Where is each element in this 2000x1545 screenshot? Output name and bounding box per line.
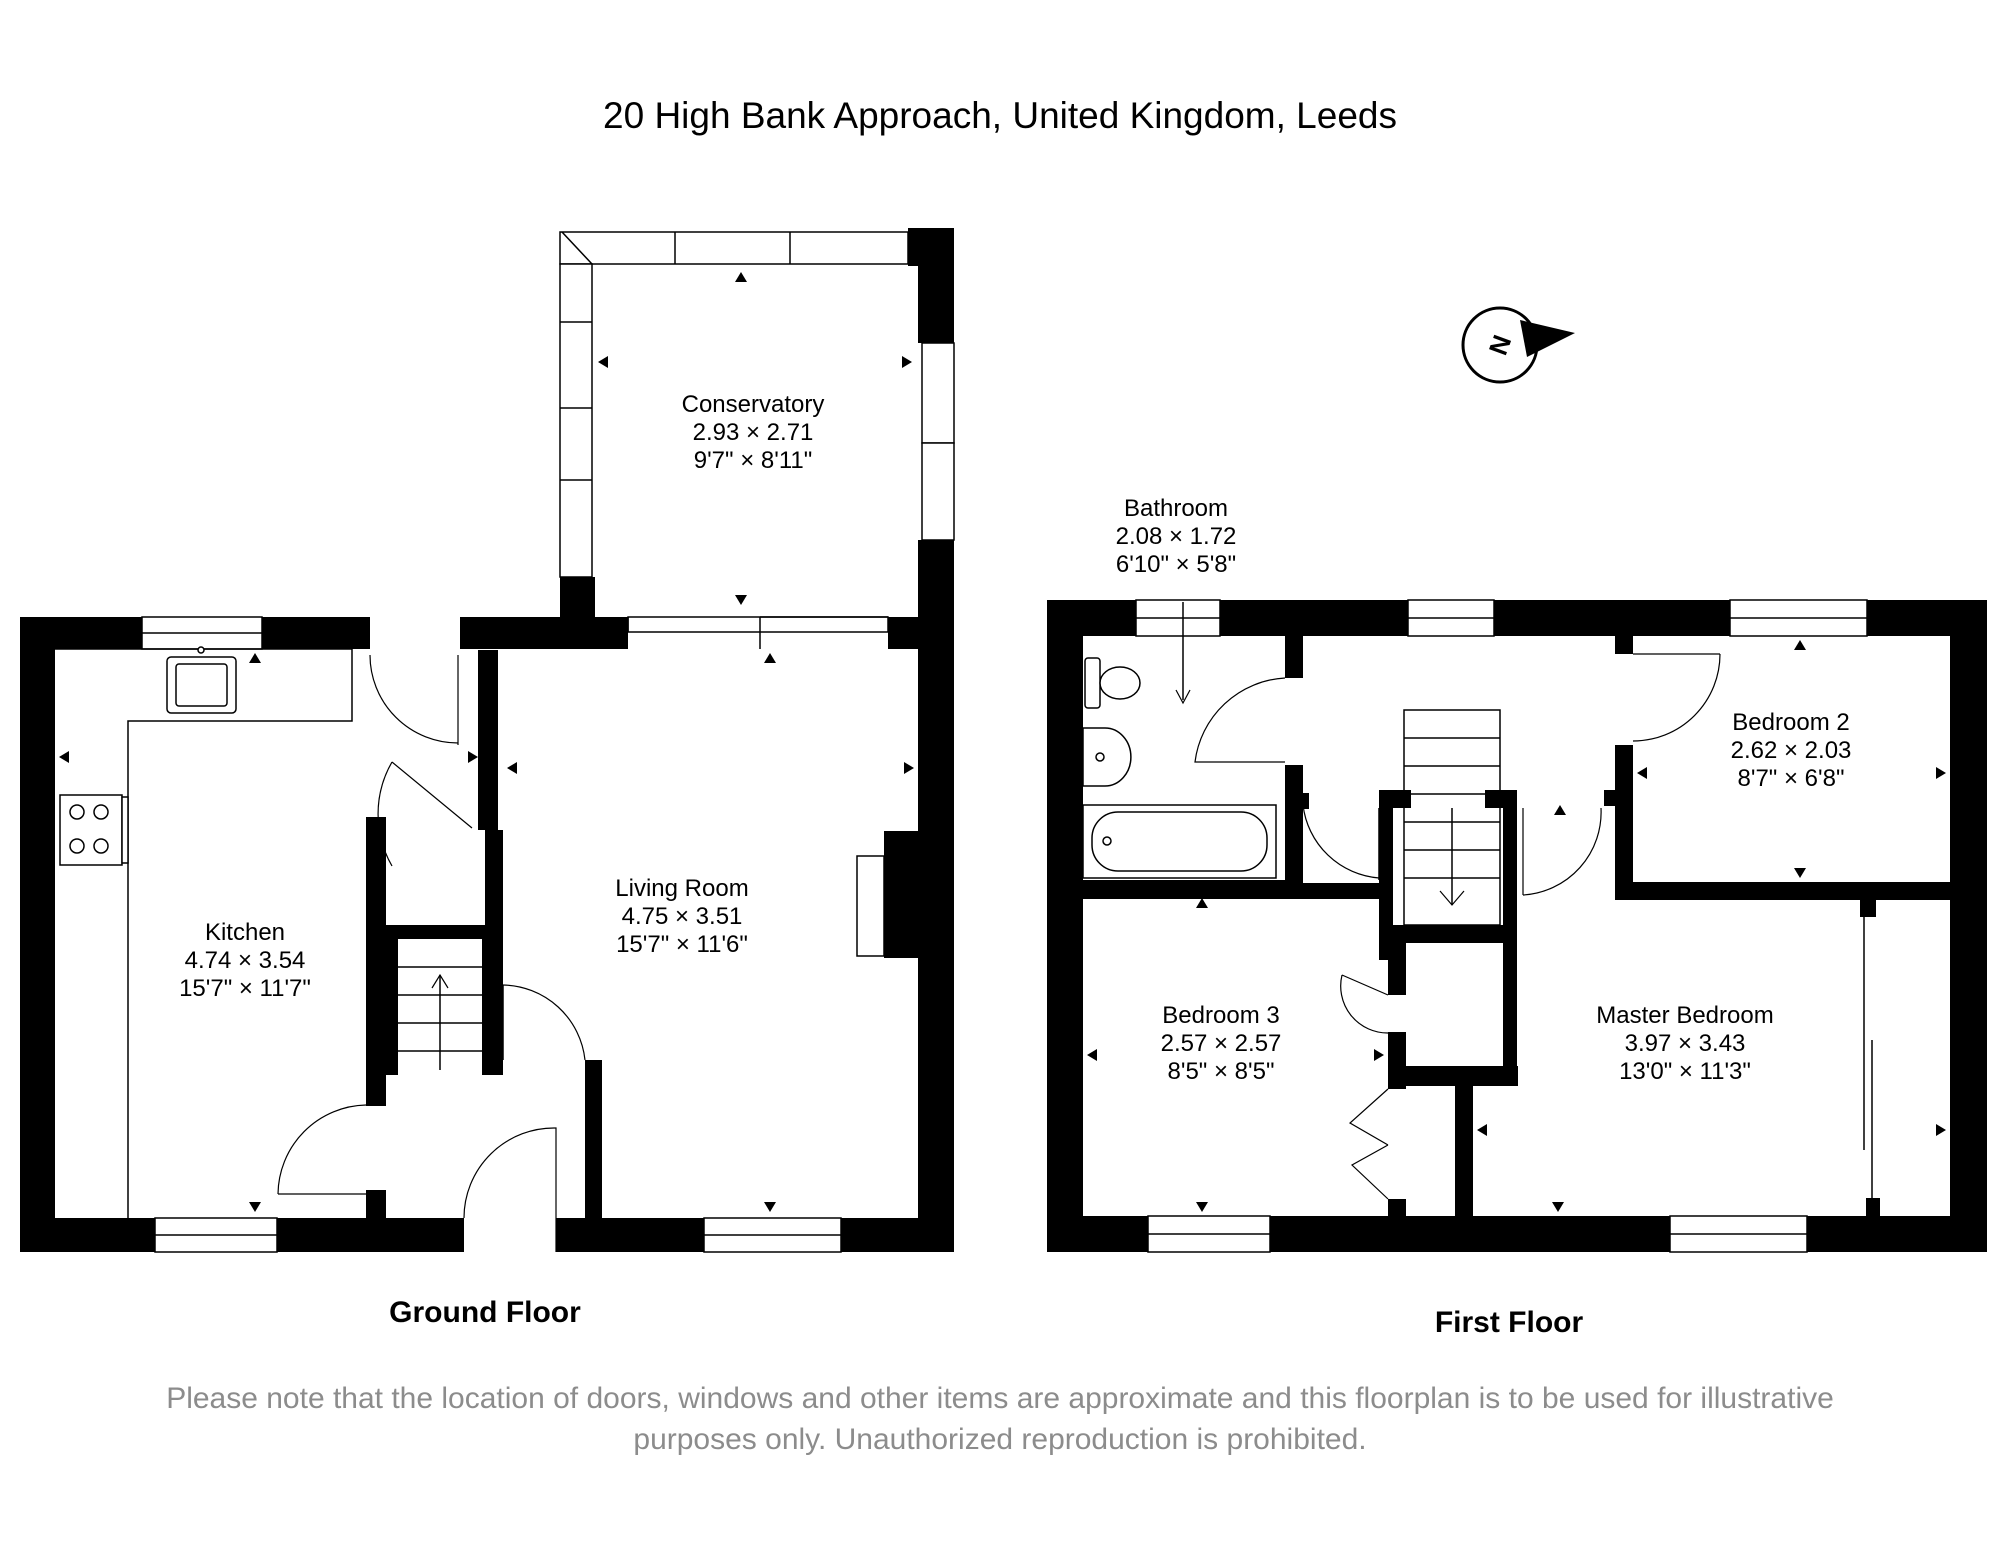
bathroom-door [1194,677,1286,763]
page-title: 20 High Bank Approach, United Kingdom, L… [603,95,1397,136]
svg-text:8'7" × 6'8": 8'7" × 6'8" [1738,765,1845,792]
north-compass-icon: N [1461,306,1575,384]
kitchen-partition-wall [366,817,386,1106]
conservatory-window-top [559,231,909,265]
toilet-icon [1084,657,1141,709]
dimension-arrows [59,272,1946,1212]
svg-text:2.62 × 2.03: 2.62 × 2.03 [1731,737,1852,764]
hob-icon [59,794,123,866]
svg-text:Kitchen: Kitchen [205,919,285,946]
kitchen-counter [55,648,353,1218]
svg-text:2.93 × 2.71: 2.93 × 2.71 [693,419,814,446]
svg-text:15'7" × 11'6": 15'7" × 11'6" [616,931,748,958]
bedroom2-wall-stub [1615,636,1633,654]
room-label-bathroom: Bathroom 2.08 × 1.72 6'10" × 5'8" [1116,495,1237,578]
svg-text:3.97 × 3.43: 3.97 × 3.43 [1625,1030,1746,1057]
svg-text:15'7" × 11'7": 15'7" × 11'7" [179,975,311,1002]
disclaimer-line-1: Please note that the location of doors, … [166,1382,1834,1415]
conservatory-window-right-upper [921,342,955,444]
svg-text:2.08 × 1.72: 2.08 × 1.72 [1116,523,1237,550]
landing-door-right [1522,807,1602,896]
kitchen-top-wall-right [262,617,370,649]
ground-floor-plan [20,228,955,1253]
front-door [463,1127,557,1252]
chimney-breast [884,831,924,958]
fireplace-icon [856,855,885,957]
bedroom2-left-wall [1615,745,1633,900]
svg-text:Master Bedroom: Master Bedroom [1596,1002,1773,1029]
cupboard-door-upper [1340,974,1389,1034]
room-label-bedroom-2: Bedroom 2 2.62 × 2.03 8'7" × 6'8" [1731,709,1852,792]
svg-text:Bedroom 3: Bedroom 3 [1162,1002,1279,1029]
master-left-wall [1455,1085,1473,1220]
bedroom2-bottom-wall [1615,882,1950,900]
living-door [502,984,586,1061]
svg-text:2.57 × 2.57: 2.57 × 2.57 [1161,1030,1282,1057]
stair-wall-left [1379,790,1393,960]
svg-text:Conservatory: Conservatory [682,391,825,418]
bedroom2-door [1632,653,1721,742]
kitchen-door [369,654,459,745]
hall-wall [478,650,498,830]
svg-text:Bathroom: Bathroom [1124,495,1228,522]
conservatory-window-right-lower [921,442,955,541]
kitchen-left-wall [20,617,55,1252]
living-top-wall-left [460,617,628,649]
svg-text:8'5" × 8'5": 8'5" × 8'5" [1168,1058,1275,1085]
staircase-first [1403,709,1501,926]
room-label-bedroom-3: Bedroom 3 2.57 × 2.57 8'5" × 8'5" [1161,1002,1282,1085]
svg-text:6'10" × 5'8": 6'10" × 5'8" [1116,551,1236,578]
landing-door-left [1302,804,1380,879]
svg-text:9'7" × 8'11": 9'7" × 8'11" [694,447,813,474]
svg-text:4.74 × 3.54: 4.74 × 3.54 [185,947,306,974]
staircase-ground [398,966,482,1070]
room-label-living-room: Living Room 4.75 × 3.51 15'7" × 11'6" [615,875,748,958]
basin-icon [1082,727,1132,787]
cupboard-wall [1388,935,1406,995]
wardrobe-doors [1348,1088,1389,1200]
kitchen-top-wall-left [20,617,142,649]
cupboard-bottom-wall [1388,1066,1518,1086]
hall-cupboard-door [377,761,473,867]
kitchen-lower-door [277,1104,367,1195]
kitchen-bottom-wall-left [20,1218,155,1252]
floor-label-first: First Floor [1435,1306,1584,1339]
kitchen-bottom-wall-right [277,1218,464,1252]
first-floor-plan [1047,599,1987,1253]
disclaimer-line-2: purposes only. Unauthorized reproduction… [633,1423,1366,1456]
svg-text:13'0" × 11'3": 13'0" × 11'3" [1619,1058,1751,1085]
room-label-kitchen: Kitchen 4.74 × 3.54 15'7" × 11'7" [179,919,311,1002]
room-label-master-bedroom: Master Bedroom 3.97 × 3.43 13'0" × 11'3" [1596,1002,1773,1085]
svg-text:Bedroom 2: Bedroom 2 [1732,709,1849,736]
room-label-conservatory: Conservatory 2.93 × 2.71 9'7" × 8'11" [682,391,825,474]
bathroom-right-wall-top [1285,636,1303,678]
first-right-wall [1950,600,1987,1252]
bedroom3-top-wall [1081,883,1381,899]
svg-text:Living Room: Living Room [615,875,748,902]
bath-icon [1082,804,1277,879]
stair-wall-right [1503,790,1517,960]
floor-label-ground: Ground Floor [389,1296,581,1329]
conservatory-window-left [559,263,593,578]
first-left-wall [1047,600,1083,1252]
svg-text:4.75 × 3.51: 4.75 × 3.51 [622,903,743,930]
